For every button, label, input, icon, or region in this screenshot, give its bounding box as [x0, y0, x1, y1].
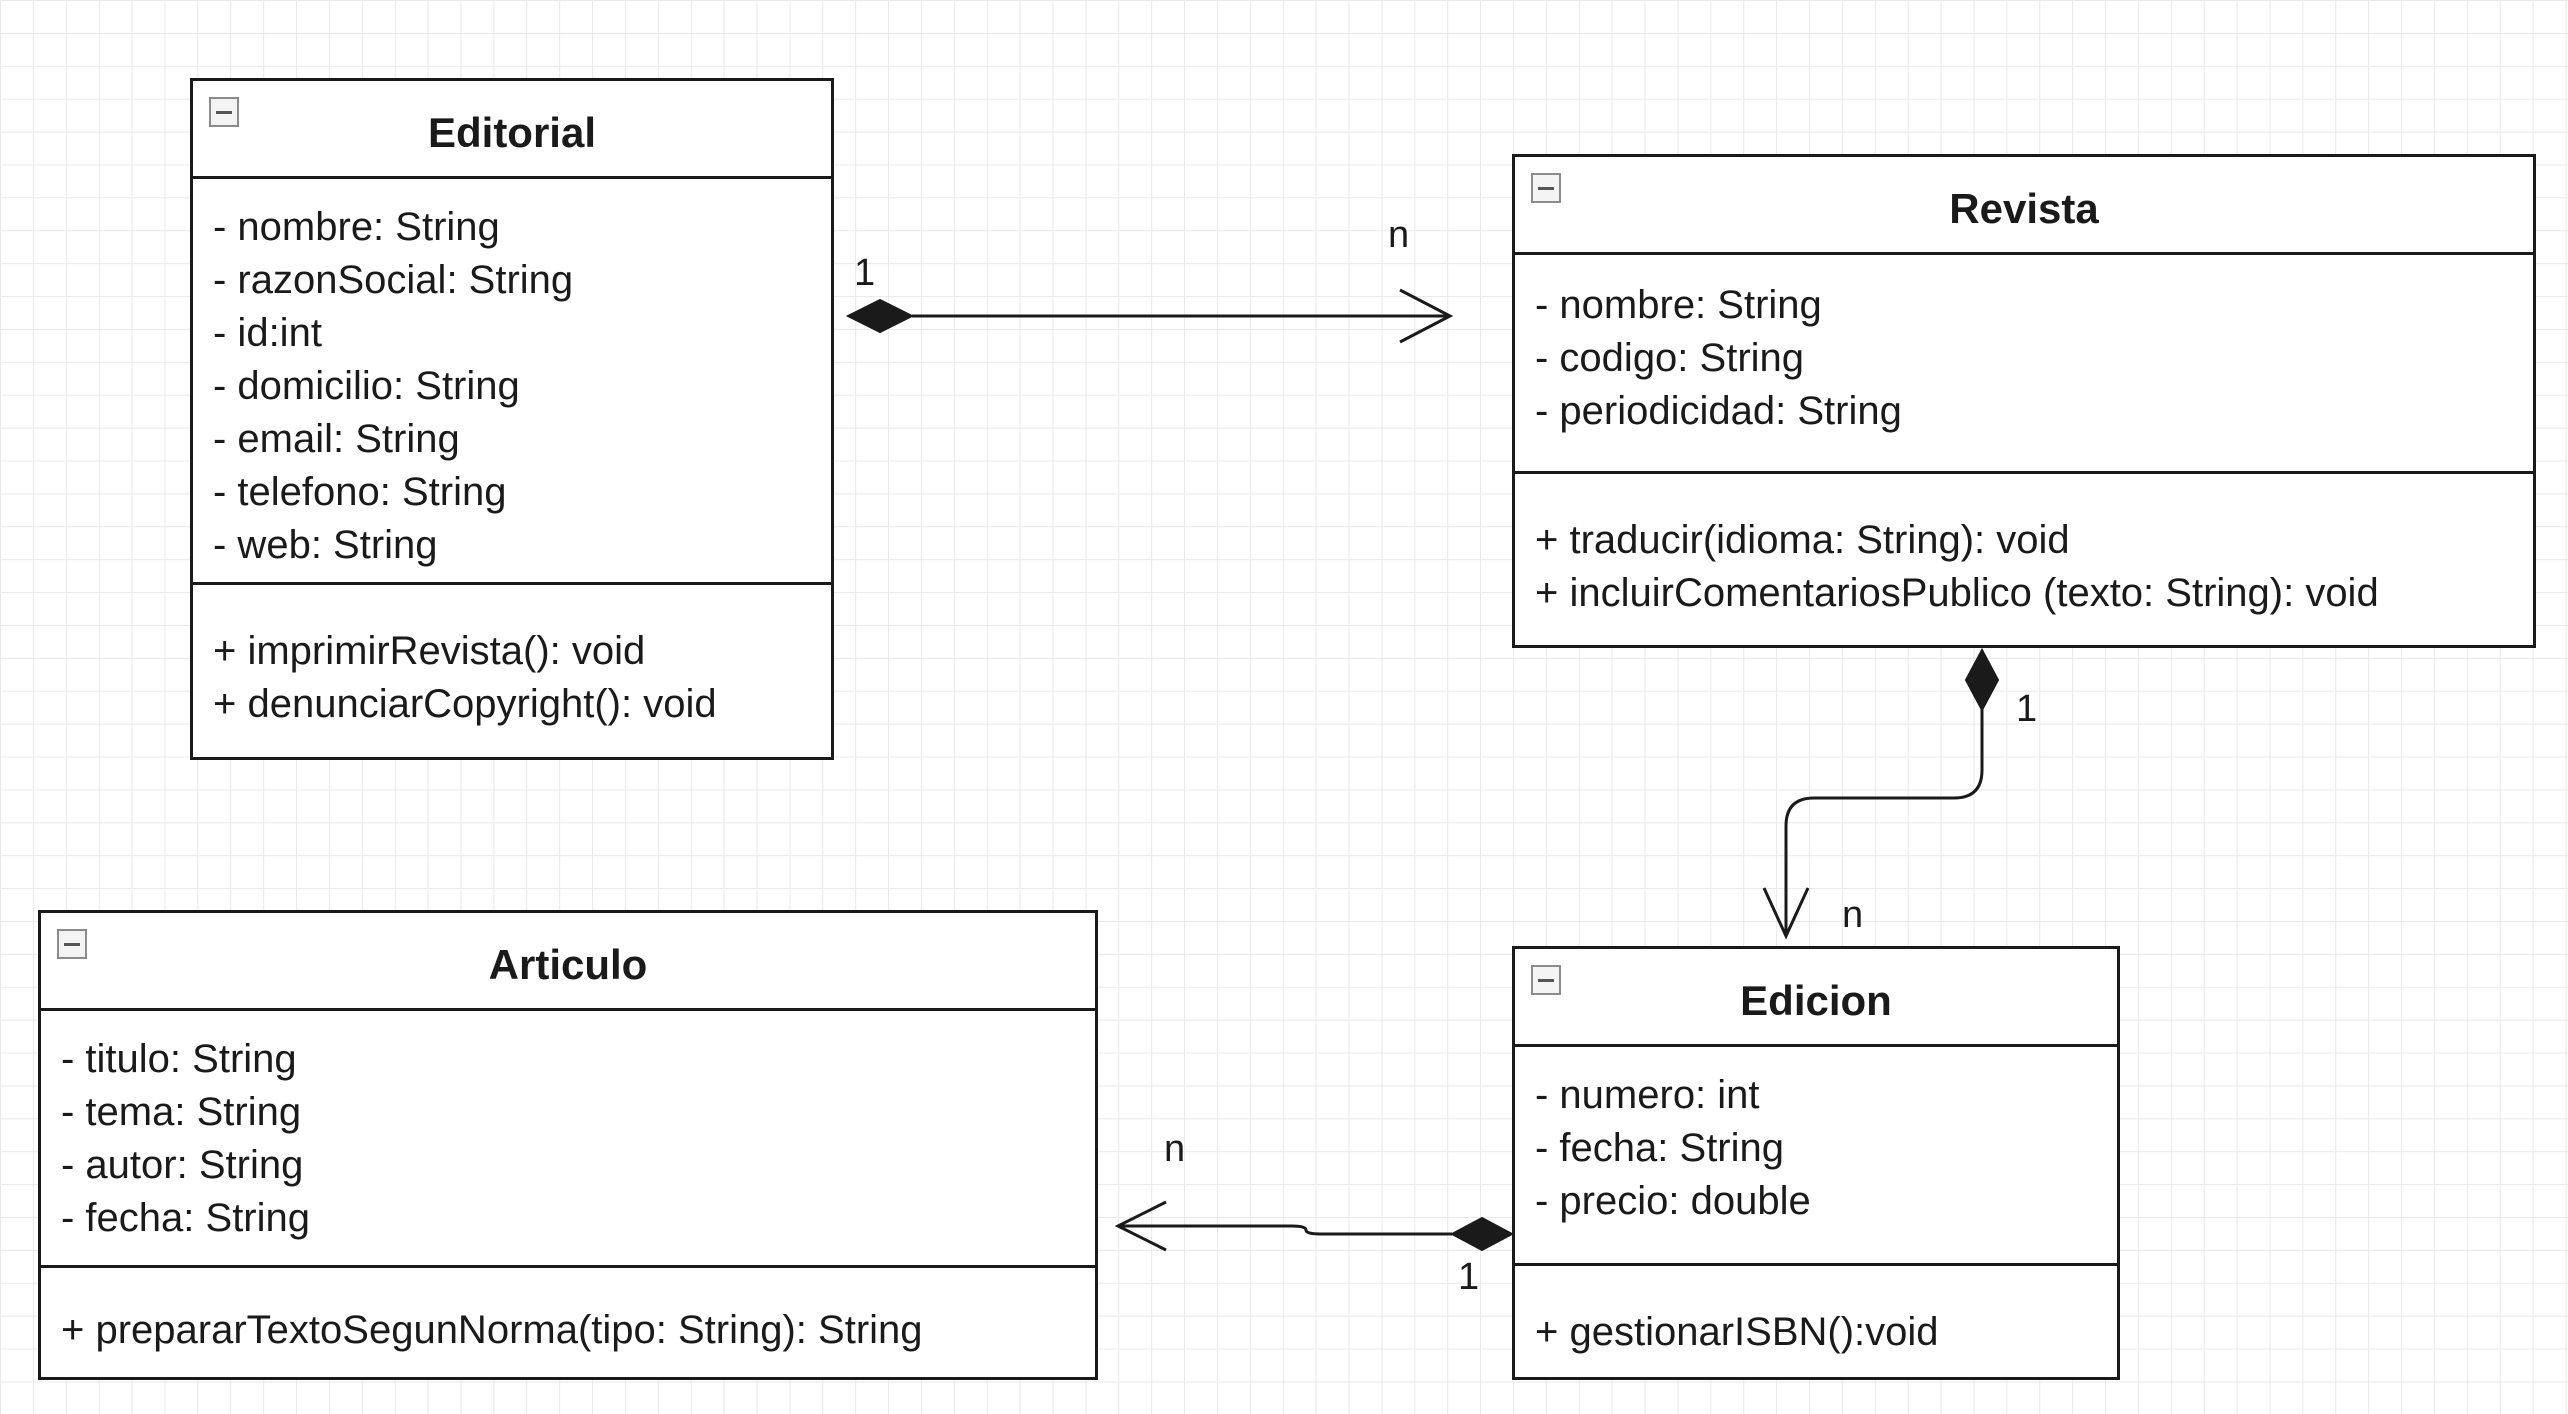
class-editorial-name: Editorial — [427, 108, 597, 156]
relation-revista-edicion[interactable] — [1762, 647, 2000, 940]
multiplicity-edicion-source: 1 — [1458, 1256, 1480, 1298]
attribute: - nombre: String — [213, 205, 500, 249]
attribute: - razonSocial: String — [213, 258, 574, 302]
collapse-toggle-icon[interactable] — [209, 97, 239, 127]
class-articulo[interactable]: Articulo - titulo: String - tema: String… — [38, 910, 1098, 1380]
attribute: - periodicidad: String — [1535, 389, 1902, 433]
class-editorial-header[interactable]: Editorial — [193, 81, 831, 179]
class-edicion-header[interactable]: Edicion — [1515, 949, 2117, 1047]
composition-diamond-icon — [1964, 647, 2000, 713]
collapse-toggle-icon[interactable] — [1531, 965, 1561, 995]
relation-line[interactable] — [1784, 708, 1984, 936]
open-arrowhead-icon — [1114, 1200, 1167, 1252]
multiplicity-edicion-target: n — [1842, 894, 1864, 936]
attribute: - telefono: String — [213, 470, 507, 514]
attribute: - email: String — [213, 417, 460, 461]
attribute: - id:int — [213, 311, 322, 355]
class-editorial-attributes: - nombre: String - razonSocial: String -… — [193, 179, 831, 585]
relation-edicion-articulo[interactable] — [1114, 1200, 1515, 1252]
class-articulo-header[interactable]: Articulo — [41, 913, 1095, 1011]
multiplicity-editorial-end: 1 — [854, 252, 876, 294]
method: + incluirComentariosPublico (texto: Stri… — [1535, 571, 2379, 615]
method: + denunciarCopyright(): void — [213, 682, 717, 726]
multiplicity-revista-source: 1 — [2016, 688, 2038, 730]
class-editorial-methods: + imprimirRevista(): void + denunciarCop… — [193, 585, 831, 731]
class-edicion-attributes: - numero: int - fecha: String - precio: … — [1515, 1047, 2117, 1266]
attribute: - domicilio: String — [213, 364, 520, 408]
composition-diamond-icon — [1449, 1216, 1515, 1252]
multiplicity-articulo-target: n — [1164, 1128, 1186, 1170]
class-edicion[interactable]: Edicion - numero: int - fecha: String - … — [1512, 946, 2120, 1380]
attribute: - titulo: String — [61, 1037, 297, 1081]
method: + prepararTextoSegunNorma(tipo: String):… — [61, 1308, 923, 1352]
attribute: - numero: int — [1535, 1073, 1760, 1117]
class-articulo-methods: + prepararTextoSegunNorma(tipo: String):… — [41, 1268, 1095, 1357]
open-arrowhead-icon — [1399, 288, 1454, 344]
attribute: - precio: double — [1535, 1179, 1811, 1223]
collapse-toggle-icon[interactable] — [57, 929, 87, 959]
class-revista-name: Revista — [1949, 184, 2099, 232]
multiplicity-revista-end: n — [1388, 214, 1410, 256]
class-edicion-name: Edicion — [1740, 976, 1892, 1024]
attribute: - nombre: String — [1535, 283, 1822, 327]
class-editorial[interactable]: Editorial - nombre: String - razonSocial… — [190, 78, 834, 760]
attribute: - codigo: String — [1535, 336, 1805, 380]
composition-diamond-icon — [845, 298, 915, 334]
attribute: - tema: String — [61, 1090, 302, 1134]
attribute: - web: String — [213, 523, 438, 567]
class-edicion-methods: + gestionarISBN():void — [1515, 1266, 2117, 1359]
attribute: - fecha: String — [1535, 1126, 1785, 1170]
class-articulo-name: Articulo — [488, 940, 648, 988]
attribute: - fecha: String — [61, 1196, 311, 1240]
class-revista-header[interactable]: Revista — [1515, 157, 2533, 255]
method: + imprimirRevista(): void — [213, 629, 646, 673]
relation-line[interactable] — [1118, 1224, 1452, 1236]
class-revista-methods: + traducir(idioma: String): void + inclu… — [1515, 474, 2533, 620]
class-revista-attributes: - nombre: String - codigo: String - peri… — [1515, 255, 2533, 474]
class-revista[interactable]: Revista - nombre: String - codigo: Strin… — [1512, 154, 2536, 648]
class-articulo-attributes: - titulo: String - tema: String - autor:… — [41, 1011, 1095, 1268]
method: + gestionarISBN():void — [1535, 1310, 1939, 1354]
relation-editorial-revista[interactable] — [845, 288, 1454, 344]
attribute: - autor: String — [61, 1143, 304, 1187]
collapse-toggle-icon[interactable] — [1531, 173, 1561, 203]
method: + traducir(idioma: String): void — [1535, 518, 2070, 562]
open-arrowhead-icon — [1762, 887, 1810, 940]
